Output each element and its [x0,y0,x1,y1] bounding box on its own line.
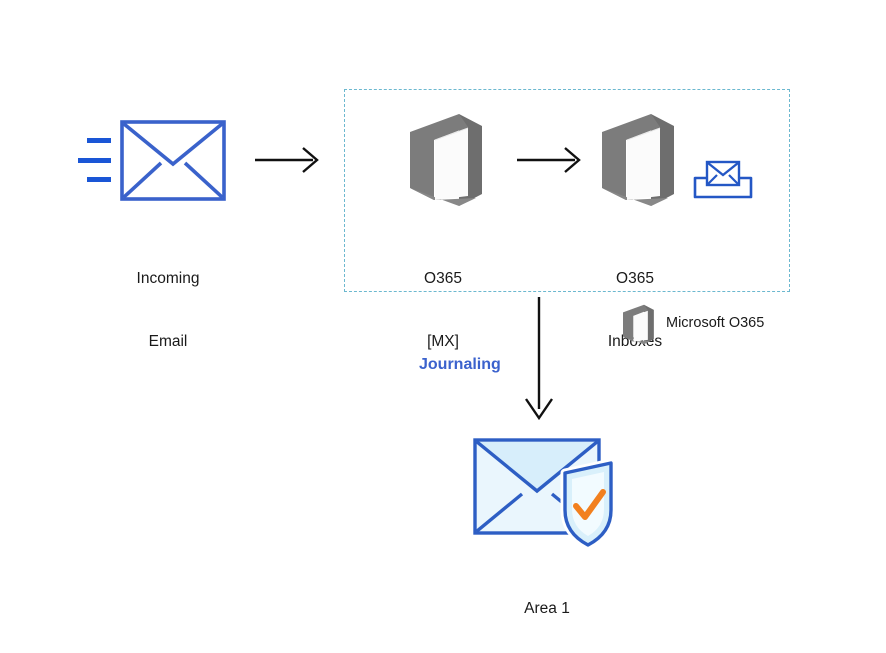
envelope-with-speed-lines-icon [78,120,226,201]
office365-logo-icon [623,304,654,345]
area1-label: Area 1 email security [463,556,631,653]
legend-o365-icon-wrap [620,303,656,345]
arrow-down-icon [525,297,553,421]
incoming-email-label-line1: Incoming [136,270,200,287]
incoming-email-label-line2: Email [148,333,188,350]
o365-mx-label: O365 [MX] [383,226,503,394]
o365-mx-label-line2: [MX] [427,333,459,350]
microsoft-o365-boundary [344,89,790,292]
envelope-shield-check-icon [473,438,616,550]
incoming-email-node [78,118,228,210]
arrow-inboxes-to-area1 [522,297,556,423]
arrow-incoming-to-o365mx [255,145,321,175]
legend-label: Microsoft O365 [666,315,765,331]
o365-inbox-tray-node [692,158,754,202]
o365-inboxes-node [596,110,678,208]
o365-mx-label-line1: O365 [424,270,462,287]
incoming-email-label: Incoming Email [88,226,248,394]
area1-node [466,432,632,550]
o365-inboxes-label-line1: O365 [616,270,654,287]
office365-logo-icon [602,114,674,206]
journaling-edge-label: Journaling [419,356,501,373]
arrow-o365mx-to-inboxes [517,145,583,175]
area1-label-line1: Area 1 [524,600,570,617]
arrow-right-icon [255,147,319,173]
arrow-right-icon [517,147,581,173]
o365-mx-node [404,110,486,208]
inbox-tray-envelope-icon [693,160,753,199]
office365-logo-icon [410,114,482,206]
